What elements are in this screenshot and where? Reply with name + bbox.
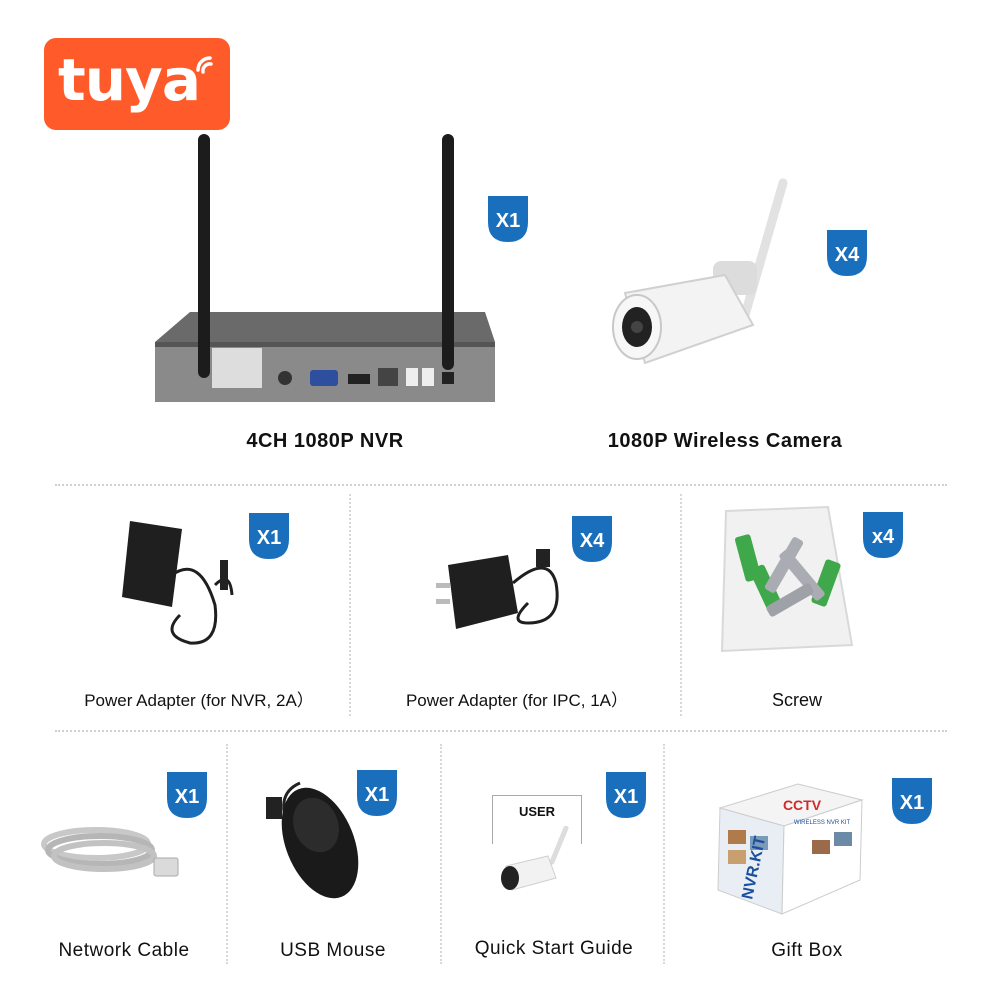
badge-shape-icon: X4	[572, 516, 612, 562]
quick-start-guide-label: Quick Start Guide	[474, 938, 634, 959]
badge-shape-icon: X1	[167, 772, 207, 818]
nvr-adapter-image	[122, 521, 234, 645]
tuya-logo: tuya	[44, 38, 230, 130]
ipc-adapter-image	[436, 549, 559, 629]
qty-badge: X1	[247, 511, 291, 561]
screw-label: Screw	[771, 690, 822, 710]
qty-text: X1	[496, 210, 520, 232]
box-title: CCTV	[783, 797, 822, 813]
qty-text: X1	[175, 786, 199, 808]
camera-label: 1080P Wireless Camera	[607, 430, 843, 452]
guide-camera-image	[501, 826, 569, 891]
qty-text: X4	[580, 530, 605, 552]
qty-text: X1	[257, 527, 281, 549]
usb-mouse-image	[266, 781, 359, 899]
badge-shape-icon: X1	[249, 513, 289, 559]
nvr-label: 4CH 1080P NVR	[246, 430, 404, 452]
qty-badge: X4	[570, 514, 614, 564]
qty-badge: x4	[860, 510, 906, 560]
badge-shape-icon: X4	[827, 230, 867, 276]
badge-shape-icon: X1	[488, 196, 528, 242]
qty-badge: X1	[890, 776, 934, 826]
badge-shape-icon: X1	[892, 778, 932, 824]
qty-badge: X1	[355, 768, 399, 818]
divider	[226, 744, 228, 964]
divider	[680, 494, 682, 716]
qty-badge: X1	[165, 770, 209, 820]
badge-shape-icon: X1	[357, 770, 397, 816]
network-cable-image	[41, 827, 179, 877]
divider	[55, 730, 947, 732]
qty-text: x4	[872, 526, 895, 548]
camera-image	[612, 178, 788, 365]
qty-badge: X4	[825, 228, 869, 278]
qty-text: X1	[614, 786, 638, 808]
qty-text: X4	[835, 244, 860, 266]
qty-text: X1	[365, 784, 389, 806]
ipc-adapter-label: Power Adapter (for IPC, 1A）	[405, 691, 629, 710]
logo-text: tuya	[58, 46, 201, 114]
divider	[55, 484, 947, 486]
wifi-icon	[196, 56, 213, 74]
qty-badge: X1	[604, 770, 648, 820]
gift-box-label: Gift Box	[771, 940, 843, 961]
divider	[349, 494, 351, 716]
divider	[440, 744, 442, 964]
network-cable-label: Network Cable	[58, 940, 190, 961]
user-guide-card: USER	[492, 795, 582, 844]
box-subtitle: WIRELESS NVR KIT	[794, 820, 851, 826]
badge-shape-icon: X1	[606, 772, 646, 818]
nvr-image	[155, 134, 495, 402]
guide-card-title: USER	[518, 804, 556, 819]
screw-bag-image	[720, 505, 854, 653]
qty-text: X1	[900, 792, 924, 814]
nvr-adapter-label: Power Adapter (for NVR, 2A）	[84, 691, 314, 710]
badge-shape-icon: x4	[863, 512, 903, 558]
qty-badge: X1	[486, 194, 530, 244]
usb-mouse-label: USB Mouse	[280, 940, 386, 961]
gift-box-image: CCTV WIRELESS NVR KIT NVR.KIT	[717, 783, 864, 915]
divider	[663, 744, 665, 964]
